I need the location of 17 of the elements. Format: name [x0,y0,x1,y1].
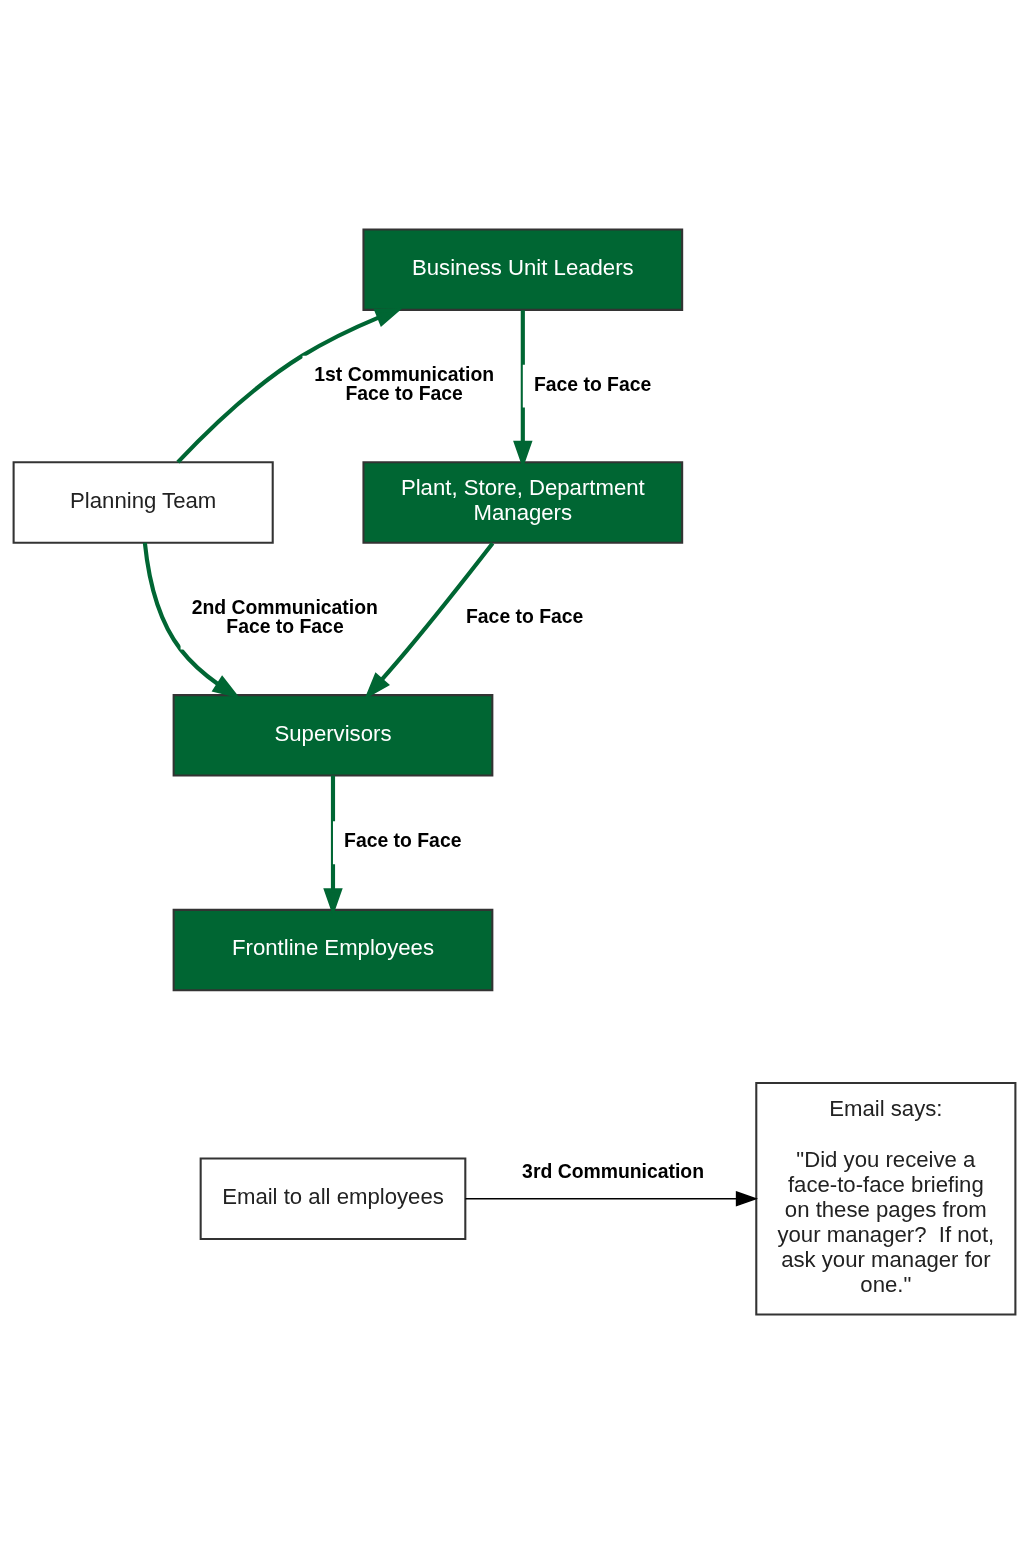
node-box: Business Unit Leaders [362,228,684,311]
node-box: Plant, Store, Department Managers [362,460,684,544]
arrow [464,1190,759,1207]
edge-label: Face to Face [533,372,652,395]
node-box: Email to all employees [199,1157,467,1240]
edge-label: Face to Face [466,604,584,627]
edge-label: 3rd Communication [522,1159,705,1182]
edge-label: 1st Communication Face to Face [314,362,495,404]
arrow [176,307,404,464]
node-box: Supervisors [172,693,494,776]
node-box: Email says: "Did you receive a face-to-face briefing on these pages from your manager? If not, ask your manager for one." [755,1081,1017,1315]
arrow [142,542,241,698]
node-box: Planning Team [12,460,274,544]
arrow [364,541,495,699]
node-box: Frontline Employees [172,908,494,991]
edge-label: 2nd Communication Face to Face [191,595,378,637]
edge-label: Face to Face [344,828,462,851]
